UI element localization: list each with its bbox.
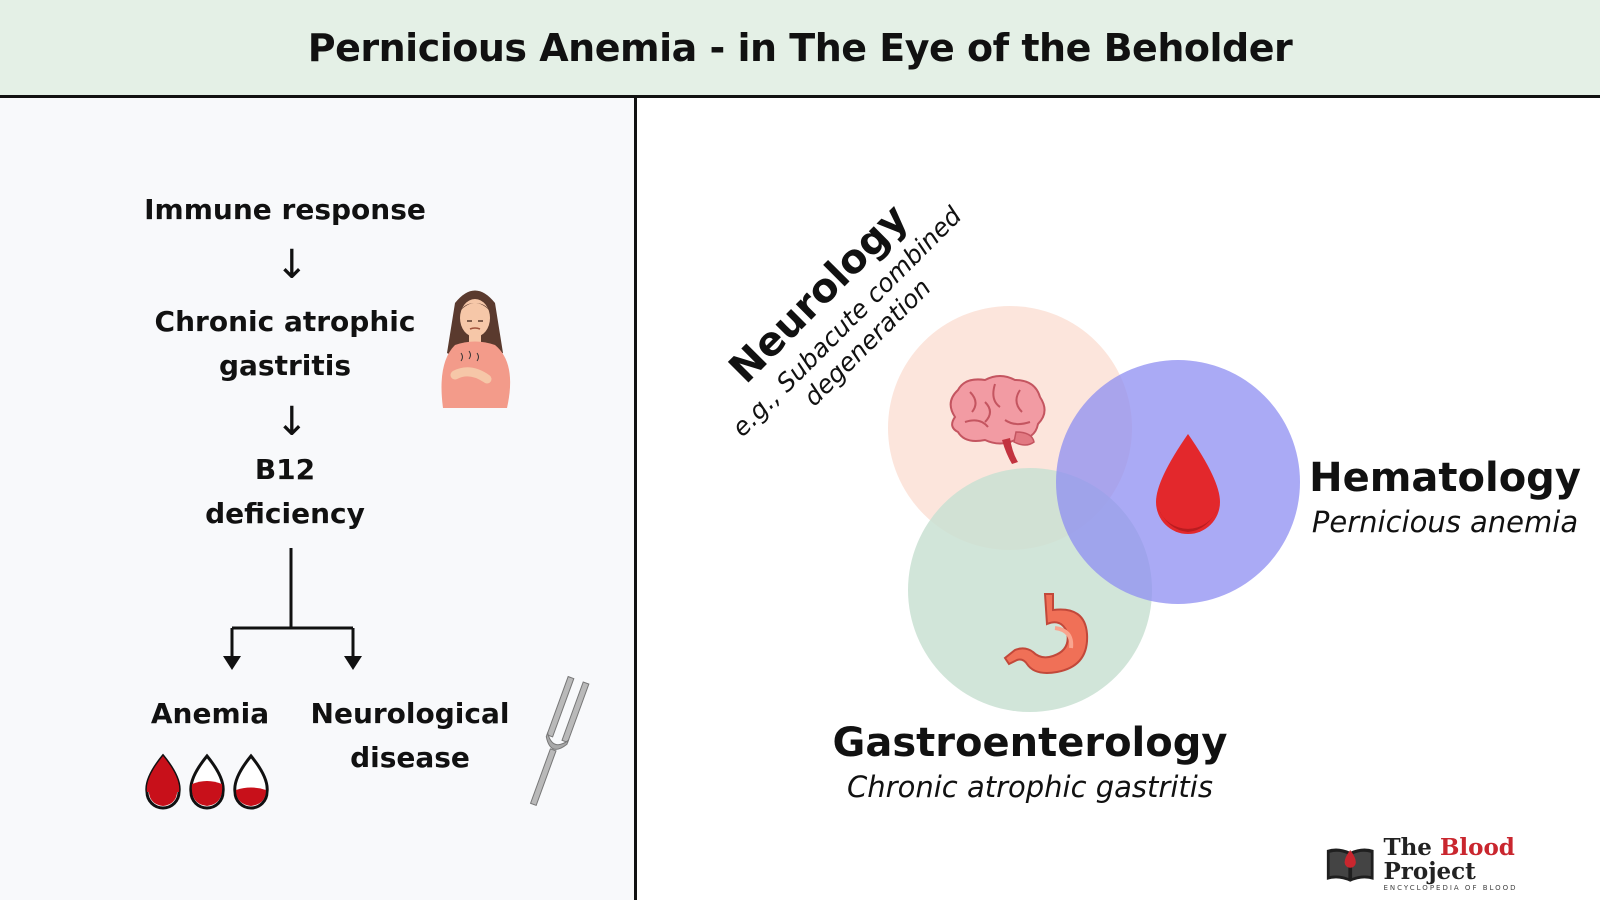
arrow-down-icon: ↓	[275, 242, 309, 288]
gastro-label: Gastroenterology Chronic atrophic gastri…	[825, 720, 1235, 804]
hematology-sub: Pernicious anemia	[1311, 505, 1579, 539]
neurology-label: Neurology e.g., Subacute combined degene…	[690, 175, 990, 455]
woman-stomach-ache-icon	[441, 290, 511, 408]
blood-drop-icon	[1156, 434, 1220, 534]
logo-project: Project	[1383, 858, 1476, 885]
brain-icon	[949, 375, 1046, 464]
hematology-label: Hematology Pernicious anemia	[1305, 455, 1585, 539]
stomach-icon	[1003, 593, 1089, 674]
arrow-down-icon: ↓	[275, 399, 309, 445]
page-title: Pernicious Anemia - in The Eye of the Be…	[307, 25, 1293, 70]
header: Pernicious Anemia - in The Eye of the Be…	[0, 0, 1600, 98]
logo-the: The	[1383, 834, 1432, 861]
tuning-fork-icon	[529, 675, 590, 807]
step-chronic-gastritis: Chronic atrophic gastritis	[135, 300, 435, 388]
branch-neuro-line1: Neurological	[310, 697, 510, 730]
blood-project-logo: The Blood Project ENCYCLOPEDIA OF BLOOD	[1325, 836, 1600, 892]
step-chronic-gastritis-line1: Chronic atrophic	[154, 305, 416, 338]
logo-blood: Blood	[1439, 834, 1515, 861]
step-b12-line2: deficiency	[205, 497, 365, 530]
branch-neuro-line2: disease	[350, 741, 470, 774]
logo-tagline: ENCYCLOPEDIA OF BLOOD	[1383, 884, 1518, 892]
step-b12-line1: B12	[254, 453, 316, 486]
book-icon	[1326, 848, 1374, 882]
step-immune-response: Immune response	[135, 188, 435, 232]
branch-anemia-label: Anemia	[150, 697, 270, 730]
step-immune-response-label: Immune response	[144, 193, 426, 226]
gastro-title: Gastroenterology	[832, 720, 1228, 766]
gastro-sub: Chronic atrophic gastritis	[847, 770, 1213, 804]
left-panel	[0, 98, 635, 900]
vertical-divider	[634, 98, 637, 900]
branch-neurological: Neurological disease	[300, 692, 520, 780]
hematology-title: Hematology	[1309, 455, 1581, 501]
blood-drops-icon	[145, 753, 269, 810]
step-b12-deficiency: B12 deficiency	[135, 448, 435, 536]
step-chronic-gastritis-line2: gastritis	[218, 349, 352, 382]
branch-anemia: Anemia	[130, 692, 290, 736]
